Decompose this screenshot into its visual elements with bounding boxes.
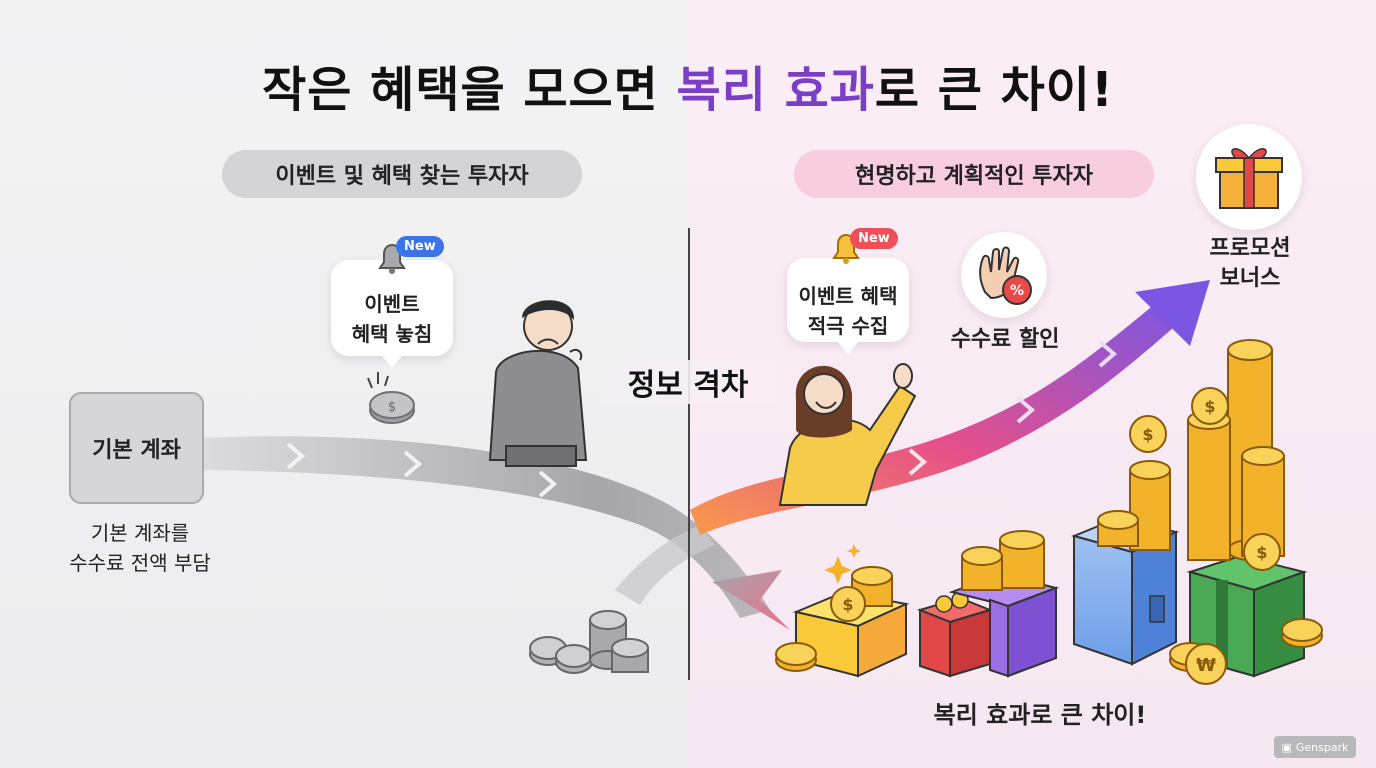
rise-chevron-2 bbox=[1016, 396, 1036, 424]
svg-text:$: $ bbox=[1204, 397, 1215, 416]
new-badge: New bbox=[850, 228, 898, 249]
missed-event-line2: 혜택 놓침 bbox=[351, 322, 433, 346]
sad-investor-figure bbox=[488, 300, 588, 467]
fee-discount-label: 수수료 할인 bbox=[950, 327, 1060, 352]
percent-symbol: % bbox=[1010, 283, 1024, 299]
happy-investor-figure bbox=[778, 363, 917, 506]
collect-event-line2: 적극 수집 bbox=[807, 314, 889, 338]
page-title: 작은 혜택을 모으면 복리 효과로 큰 차이! bbox=[262, 62, 1114, 118]
coin-symbols: $ $ $ $ ₩ bbox=[842, 397, 1267, 676]
red-gift-box bbox=[916, 591, 994, 678]
basic-account-box: 기본 계좌 bbox=[69, 392, 204, 504]
sparkle-icon bbox=[824, 556, 852, 584]
center-divider bbox=[688, 228, 690, 680]
left-investor-label: 이벤트 및 혜택 찾는 투자자 bbox=[222, 150, 582, 198]
rise-chevron-3 bbox=[1098, 340, 1118, 368]
promo-bonus-label: 프로모션 보너스 bbox=[1209, 236, 1291, 291]
collect-event-bubble: 이벤트 혜택 적극 수집 bbox=[787, 258, 909, 354]
won-coin-symbol: ₩ bbox=[1196, 655, 1216, 676]
grey-arrow-head bbox=[712, 570, 790, 630]
genspark-watermark-text: Genspark bbox=[1295, 740, 1349, 754]
svg-text:$: $ bbox=[1142, 425, 1153, 444]
collect-event-line1: 이벤트 혜택 bbox=[798, 284, 898, 308]
compound-effect-label: 복리 효과로 큰 차이! bbox=[933, 701, 1147, 729]
gift-icon bbox=[1215, 148, 1283, 209]
basic-account-caption: 기본 계좌를 수수료 전액 부담 bbox=[69, 521, 211, 575]
missed-event-bubble: 이벤트 혜택 놓침 bbox=[331, 260, 453, 368]
grey-path-chevron-2 bbox=[403, 450, 423, 478]
grey-path bbox=[200, 436, 770, 618]
sparkle-icon-small bbox=[847, 544, 861, 558]
genspark-logo-icon: ▣ bbox=[1281, 740, 1292, 754]
rising-arrow-head bbox=[1135, 280, 1210, 346]
rise-chevron-1 bbox=[908, 448, 928, 476]
falling-coin-symbol: $ bbox=[388, 400, 396, 415]
hand-wave-icon: % bbox=[979, 246, 1032, 305]
svg-text:$: $ bbox=[842, 595, 853, 614]
grey-coin-stacks bbox=[529, 610, 649, 674]
gold-coin-stacks bbox=[775, 339, 1323, 685]
genspark-watermark: ▣ Genspark bbox=[1274, 736, 1356, 758]
grey-path-chevron-3 bbox=[538, 470, 558, 498]
missed-event-line1: 이벤트 bbox=[364, 292, 420, 316]
info-gap-label: 정보 격차 bbox=[600, 360, 776, 404]
svg-text:$: $ bbox=[1256, 543, 1267, 562]
new-badge: New bbox=[396, 236, 444, 257]
fee-discount-circle: % bbox=[961, 232, 1047, 318]
grey-path-chevron-1 bbox=[286, 442, 306, 470]
right-investor-label: 현명하고 계획적인 투자자 bbox=[794, 150, 1154, 198]
grey-path-tail bbox=[615, 525, 715, 605]
promo-bonus-circle bbox=[1196, 124, 1302, 230]
